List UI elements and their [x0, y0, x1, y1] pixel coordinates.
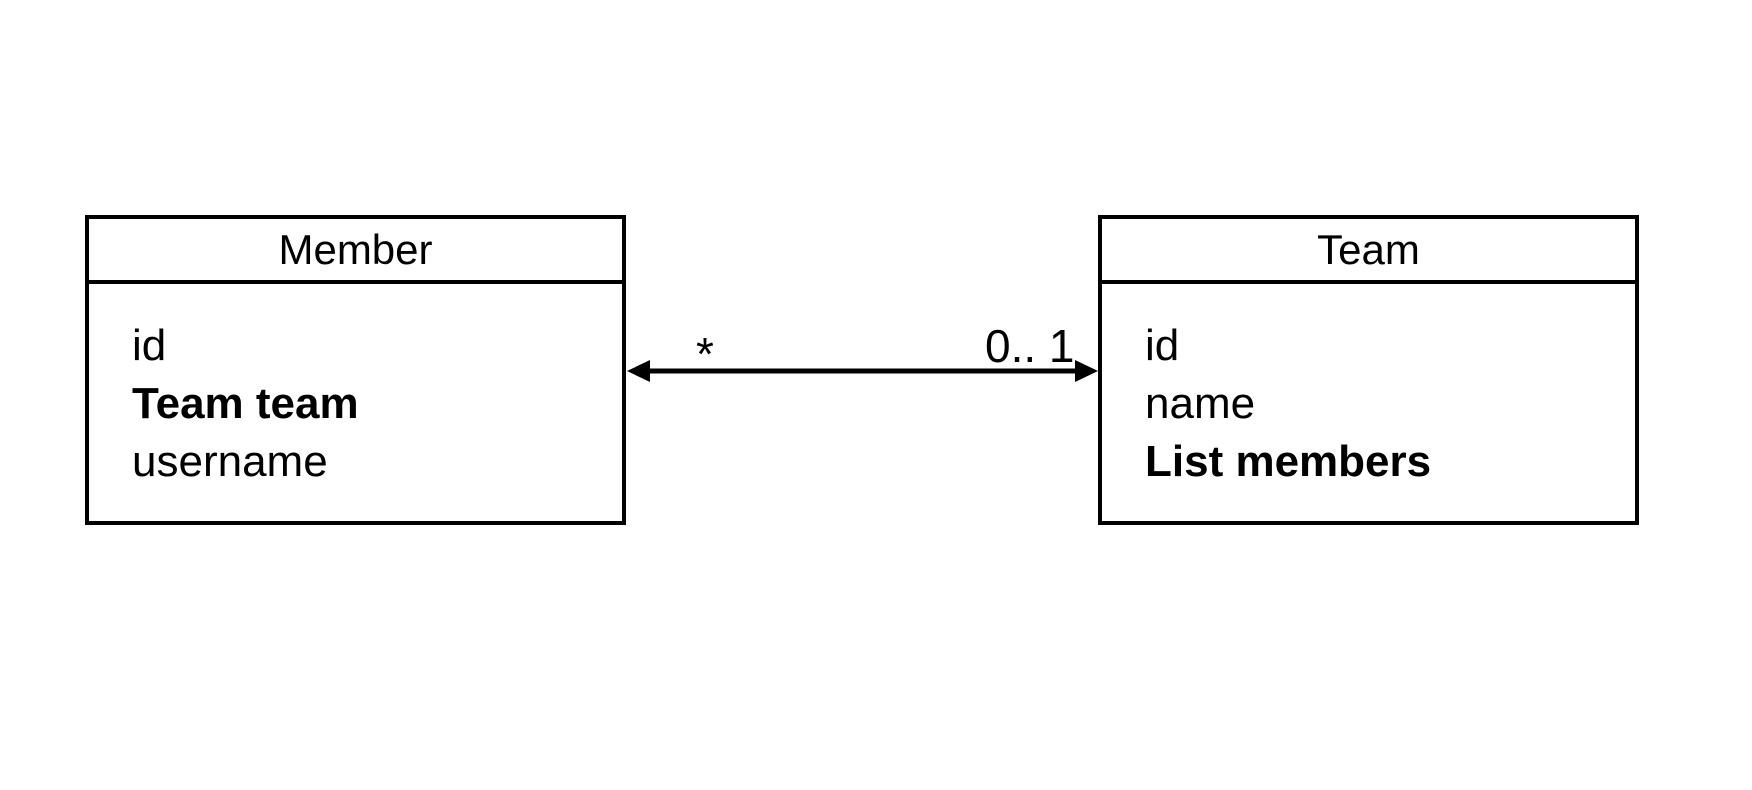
attribute-member-id: id — [132, 321, 167, 370]
attribute-member-username: username — [132, 437, 328, 486]
class-name-member: Member — [89, 219, 622, 284]
attribute-list-team: id name List members — [1102, 284, 1635, 491]
attribute-team-id: id — [1145, 321, 1180, 370]
multiplicity-target-label: 0.. 1 — [985, 320, 1075, 372]
attribute-team-members: List members — [1145, 437, 1432, 486]
association-arrow — [627, 360, 1098, 382]
class-box-member: Member id Team team username — [85, 215, 626, 525]
arrowhead-right-icon — [1075, 360, 1098, 382]
arrowhead-left-icon — [627, 360, 650, 382]
attribute-team-name: name — [1145, 379, 1256, 428]
attribute-member-team: Team team — [132, 379, 359, 428]
attribute-list-member: id Team team username — [89, 284, 622, 491]
multiplicity-source-label: * — [696, 328, 714, 380]
class-name-team: Team — [1102, 219, 1635, 284]
class-box-team: Team id name List members — [1098, 215, 1639, 525]
